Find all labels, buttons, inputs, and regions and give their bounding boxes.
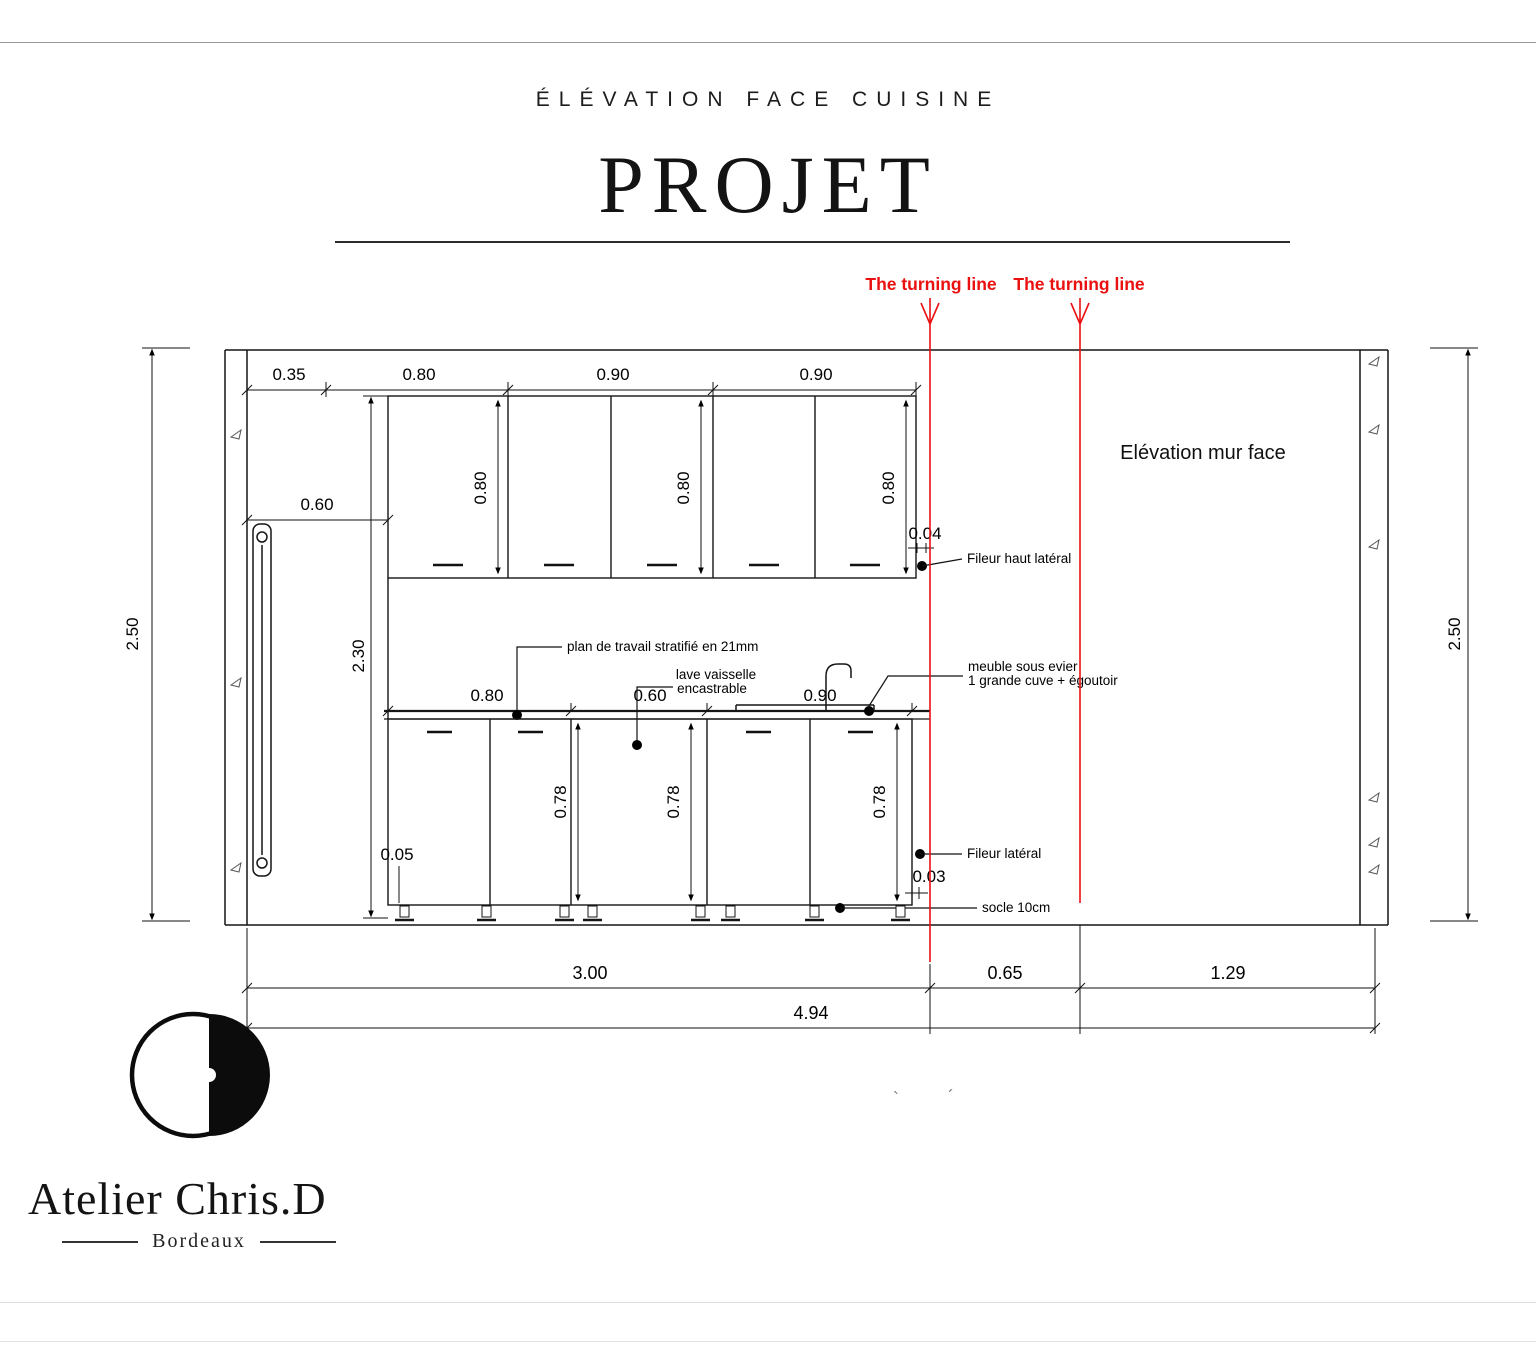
dim-upper-height-0: 0.80	[471, 471, 490, 504]
dim-total-width: 4.94	[793, 1003, 828, 1023]
dimension-plinth-recess	[387, 866, 400, 903]
bottom-divider-1	[0, 1302, 1536, 1303]
dimension-top-widths	[241, 382, 922, 397]
drawing-subtitle: ÉLÉVATION FACE CUISINE	[535, 88, 1001, 111]
countertop	[384, 709, 930, 720]
callout-worktop-label: plan de travail stratifié en 21mm	[567, 639, 758, 654]
dim-top-3: 0.90	[799, 365, 832, 384]
brand-city-rule-right	[259, 1240, 337, 1243]
callout-sink-line2: 1 grande cuve + égoutoir	[968, 673, 1118, 688]
callout-dishwasher: lave vaisselle encastrable	[632, 667, 756, 750]
project-title: PROJET	[598, 139, 938, 230]
dim-base-height-2: 0.78	[870, 785, 889, 818]
callout-dishwasher-line2: encastrable	[677, 681, 747, 696]
dim-left-clearance: 0.60	[300, 495, 333, 514]
dim-run-height: 2.30	[349, 639, 368, 672]
dim-bottom-2: 1.29	[1210, 963, 1245, 983]
dim-base-width-2: 0.90	[803, 686, 836, 705]
upper-height-dim-lines	[495, 399, 909, 575]
callout-dishwasher-line1: lave vaisselle	[676, 667, 756, 682]
upper-cabinets	[387, 395, 917, 719]
wall-outline	[224, 349, 1389, 926]
dim-bottom-0: 3.00	[572, 963, 607, 983]
callout-top-filler: Fileur haut latéral	[917, 551, 1071, 571]
sink-faucet	[735, 663, 875, 711]
callout-side-filler: Fileur latéral	[915, 846, 1041, 861]
logo-center-dot	[202, 1068, 216, 1082]
dimension-run-height: 2.30	[349, 395, 388, 919]
dimension-bottom	[241, 925, 1381, 1034]
brand-city-rule-left	[62, 1240, 139, 1243]
dimension-height-left: 2.50	[123, 347, 190, 922]
stray-mark-right: ´	[948, 1087, 954, 1107]
callout-worktop: plan de travail stratifié en 21mm	[512, 639, 758, 720]
dim-base-height-0: 0.78	[551, 785, 570, 818]
dimension-height-right: 2.50	[1430, 347, 1478, 922]
dim-base-height-1: 0.78	[664, 785, 683, 818]
callout-plinth-label: socle 10cm	[982, 900, 1050, 915]
cabinet-feet	[395, 905, 910, 922]
dim-upper-height-1: 0.80	[674, 471, 693, 504]
turning-lines	[920, 298, 1090, 962]
stray-mark-left: `	[893, 1089, 899, 1109]
brand-logo	[129, 1011, 270, 1139]
dim-top-filler: 0.04	[908, 524, 941, 543]
dim-base-width-0: 0.80	[470, 686, 503, 705]
callout-sink-line1: meuble sous evier	[968, 659, 1078, 674]
dim-top-1: 0.80	[402, 365, 435, 384]
tall-radiator	[252, 523, 272, 877]
dim-height-right: 2.50	[1445, 617, 1464, 650]
turning-line-label-left: The turning line	[865, 274, 997, 294]
callout-top-filler-label: Fileur haut latéral	[967, 551, 1071, 566]
base-cabinets	[387, 718, 913, 906]
wall-hatch-marks	[229, 355, 1380, 875]
callout-side-filler-label: Fileur latéral	[967, 846, 1041, 861]
top-divider	[0, 42, 1536, 43]
brand-city-label: Bordeaux	[152, 1230, 246, 1252]
dim-bottom-1: 0.65	[987, 963, 1022, 983]
dim-top-0: 0.35	[272, 365, 305, 384]
dimension-side-filler	[905, 887, 928, 899]
brand-city-row: Bordeaux	[62, 1230, 337, 1253]
brand-name: Atelier Chris.D	[28, 1173, 327, 1224]
wall-face-label: Elévation mur face	[1120, 442, 1286, 464]
base-height-dim-lines	[575, 722, 900, 902]
title-underline	[335, 241, 1290, 243]
dim-side-filler: 0.03	[912, 867, 945, 886]
bottom-divider-2	[0, 1341, 1536, 1342]
dim-top-2: 0.90	[596, 365, 629, 384]
dim-height-left: 2.50	[123, 617, 142, 650]
turning-line-label-right: The turning line	[1013, 274, 1145, 294]
base-width-dim-ticks	[382, 703, 918, 717]
callout-plinth: socle 10cm	[835, 900, 1050, 915]
dim-plinth-recess: 0.05	[380, 845, 413, 864]
dim-base-width-1: 0.60	[633, 686, 666, 705]
dim-upper-height-2: 0.80	[879, 471, 898, 504]
logo-half-disc	[209, 1014, 270, 1136]
